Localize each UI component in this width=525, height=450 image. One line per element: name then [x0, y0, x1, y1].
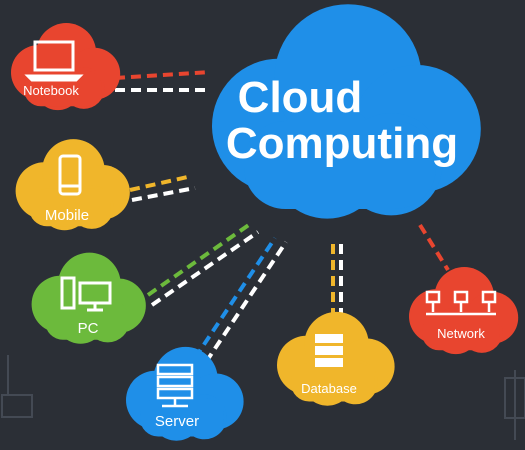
node-server: Server	[126, 346, 244, 441]
node-network: Network	[409, 267, 519, 355]
main-cloud-title-line2: Computing	[226, 119, 458, 168]
server-rack-icon	[156, 363, 194, 408]
node-label-notebook: Notebook	[23, 83, 79, 98]
connector-mobile	[129, 174, 196, 202]
connector-pc	[146, 220, 260, 307]
node-pc: PC	[31, 252, 146, 344]
node-label-pc: PC	[78, 320, 99, 337]
node-database: Database	[277, 311, 395, 406]
node-notebook: Notebook	[11, 23, 121, 111]
main-cloud-title-line1: Cloud	[238, 73, 363, 122]
node-label-network: Network	[437, 326, 485, 341]
background-decoration	[1, 355, 525, 440]
connector-notebook	[114, 70, 211, 92]
node-mobile: Mobile	[15, 139, 130, 231]
main-cloud: Cloud Computing	[212, 4, 481, 219]
network-topology-icon	[425, 290, 497, 316]
node-label-server: Server	[155, 413, 199, 430]
node-label-database: Database	[301, 381, 357, 396]
smartphone-icon	[58, 154, 82, 196]
desktop-computer-icon	[60, 276, 112, 312]
connector-network	[418, 223, 450, 272]
database-icon	[315, 334, 343, 367]
node-label-mobile: Mobile	[45, 207, 89, 224]
connector-database	[331, 240, 343, 318]
connector-server	[193, 236, 288, 364]
laptop-icon	[24, 40, 84, 82]
